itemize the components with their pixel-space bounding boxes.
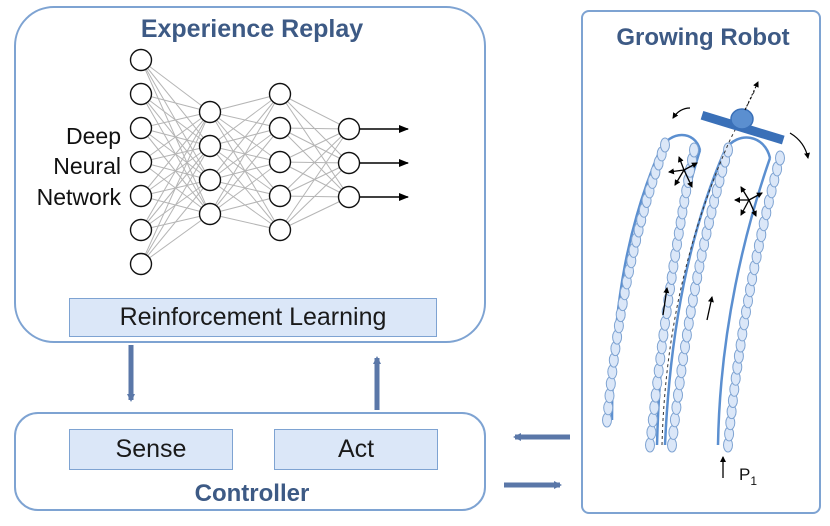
robot-cell [673,387,683,403]
network-node [198,168,222,192]
network-label-line-2: Neural [53,153,121,179]
sense-box: Sense [69,429,233,470]
network-edge [209,161,281,215]
network-node [198,202,222,226]
reinforcement-learning-label: Reinforcement Learning [119,303,387,331]
network-edge [209,127,281,215]
network-edge [209,93,281,215]
network-edge [140,111,211,163]
controller-title: Controller [194,480,310,507]
experience-replay-panel: Experience Replay Deep Neural Network Re… [14,6,486,343]
robot-cell [668,424,679,440]
robot-cell [647,412,658,428]
robot-cell [645,437,655,453]
network-node [268,116,292,140]
network-node [337,117,361,141]
robot-cell [646,424,657,440]
network-edge [140,93,211,113]
network-label-line-1: Deep [66,123,121,149]
network-edge [209,93,281,181]
network-edge [140,111,211,265]
robot-cell [775,150,785,166]
growing-robot-panel: Growing Robot [581,10,821,514]
network-node [129,252,153,276]
network-label-line-3: Network [36,184,121,210]
network-node [129,82,153,106]
network-node [129,218,153,242]
robot-cell [652,375,663,391]
robot-cell [650,387,661,403]
reinforcement-learning-box: Reinforcement Learning [69,298,437,337]
network-edge [140,111,211,231]
network-connections [140,59,350,265]
network-node [129,48,153,72]
act-box: Act [274,429,438,470]
network-edge [209,213,281,231]
growing-robot-title: Growing Robot [616,24,790,51]
network-node [337,185,361,209]
network-node [268,218,292,242]
network-node [198,134,222,158]
robot-cell [660,137,670,153]
network-edge [140,145,211,265]
network-edge [279,196,350,231]
robot-cell [671,399,682,415]
network-edge [279,128,350,197]
network-edge [279,128,350,163]
network-edge [140,111,211,197]
network-node [268,82,292,106]
pressure-p1-label: P1 [739,465,757,488]
flow-arrows [127,345,570,489]
robot-cell [723,142,733,158]
robot-cell [669,412,680,428]
network-edge [279,93,350,130]
network-edge [209,195,281,215]
network-edge [140,111,211,129]
controller-panel: Sense Act Controller [14,412,486,511]
network-edge [140,59,211,113]
network-node [198,100,222,124]
network-edge [279,128,350,231]
network-edge [279,162,350,231]
network-outputs [359,125,409,201]
network-edge [140,213,211,265]
network-node [129,184,153,208]
robot-cell [689,142,699,158]
network-edge [209,93,281,113]
network-node [268,184,292,208]
network-node [129,116,153,140]
experience-replay-title: Experience Replay [140,15,364,43]
robot-cell [649,399,660,415]
network-nodes [129,48,361,276]
sense-label: Sense [115,435,187,463]
network-edge [140,179,211,265]
network-node [337,151,361,175]
robot-cell [667,437,677,453]
growing-robot-illustration: P1 [602,81,810,488]
network-edge [279,127,350,130]
network-edge [209,93,281,147]
act-label: Act [337,435,375,463]
network-node [129,150,153,174]
network-node [268,150,292,174]
